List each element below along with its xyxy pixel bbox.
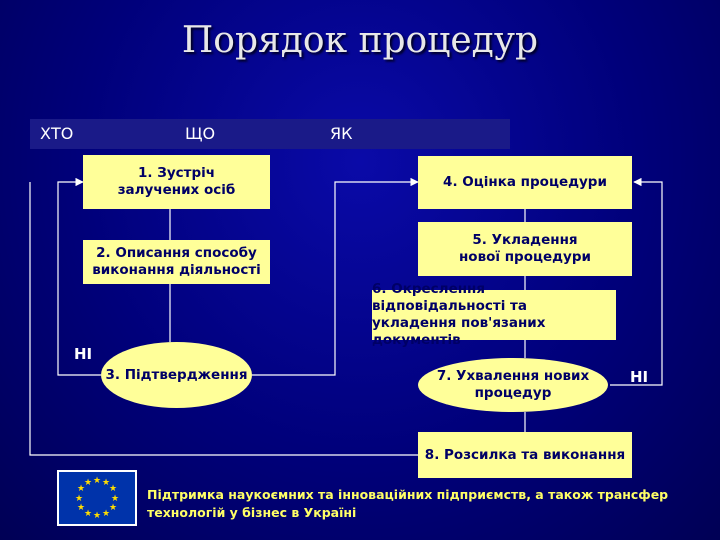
svg-text:★: ★ [109, 484, 117, 494]
header-how: ЯК [330, 124, 353, 143]
svg-text:★: ★ [84, 509, 92, 519]
eu-flag-icon: ★ ★ ★ ★ ★ ★ ★ ★ ★ ★ ★ ★ [57, 470, 137, 526]
svg-text:★: ★ [84, 478, 92, 488]
connector-3-4 [252, 177, 419, 376]
svg-text:★: ★ [102, 509, 110, 519]
step-3-confirmation: 3. Підтвердження [105, 367, 248, 383]
step-4-evaluation: 4. Оцінка процедури [418, 156, 632, 209]
svg-text:★: ★ [93, 511, 101, 521]
svg-text:★: ★ [75, 494, 83, 504]
no-label-left: НІ [74, 345, 93, 363]
svg-text:★: ★ [93, 476, 101, 486]
svg-text:★: ★ [77, 503, 85, 513]
connector-loop-no-left [57, 177, 101, 376]
svg-text:★: ★ [109, 503, 117, 513]
step-5-new-procedure: 5. Укладення нової процедури [418, 222, 632, 276]
footer-text: Підтримка наукоємних та інноваційних під… [147, 487, 669, 520]
column-header-bar [30, 119, 510, 149]
step-6-responsibility: 6. Окреслення відповідальності та укладе… [372, 281, 616, 348]
step-3-oval [101, 342, 252, 408]
no-label-right: НІ [630, 368, 649, 386]
step-2-description: 2. Описання способу виконання діяльності [83, 240, 270, 284]
svg-text:★: ★ [111, 494, 119, 504]
step-8-distribution: 8. Розсилка та виконання [418, 432, 632, 478]
step-1-meeting: 1. Зустріч залучених осіб [83, 155, 270, 209]
svg-text:★: ★ [77, 484, 85, 494]
eu-stars-icon: ★ ★ ★ ★ ★ ★ ★ ★ ★ ★ ★ ★ [75, 476, 119, 521]
svg-text:★: ★ [102, 478, 110, 488]
page-title: Порядок процедур [181, 20, 539, 61]
header-who: ХТО [40, 124, 74, 143]
step-7-oval [418, 358, 608, 412]
step-7-approval: 7. Ухвалення нових процедур [436, 368, 590, 401]
connector-loop-outer [29, 182, 418, 456]
connector-loop-no-right [610, 177, 663, 386]
header-what: ЩО [185, 124, 216, 143]
